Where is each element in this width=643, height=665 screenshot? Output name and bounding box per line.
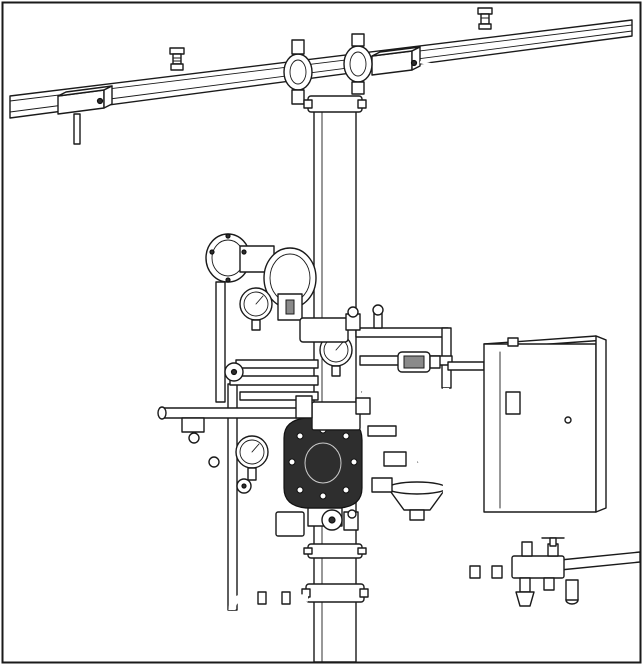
main-riser-pipe (313, 101, 357, 663)
drain-pipe-lower-right (442, 387, 521, 579)
handwheel-valve (208, 456, 220, 468)
trim-pipe-left-vertical (215, 281, 238, 611)
main-drain-valve (275, 507, 359, 537)
drain-pipe-outlet (559, 551, 641, 571)
valve-right-trim (361, 390, 434, 467)
grooved-coupling (343, 33, 373, 95)
lower-riser-coupling (303, 543, 367, 559)
sprinkler-head (169, 47, 185, 71)
bottom-riser-coupling (301, 583, 369, 603)
valve-cover-block (295, 395, 371, 431)
dry-pipe-valve-body (283, 417, 363, 509)
trim-pipe-upper-right (355, 304, 453, 389)
pressure-gauge-upper (239, 287, 273, 331)
sprinkler-head (477, 7, 493, 30)
priming-chamber (299, 306, 361, 343)
handwheel-valve (236, 478, 252, 494)
overhead-main-pipe (9, 19, 633, 119)
accelerator-tank (205, 233, 275, 283)
drain-funnel (371, 477, 447, 521)
riser-top-coupling (303, 95, 367, 113)
drain-valve-assembly (511, 537, 579, 607)
alarm-control-panel (483, 335, 607, 513)
pressure-switch (397, 351, 441, 373)
junction-box-right (371, 46, 421, 76)
handwheel-valve (224, 362, 244, 382)
junction-box-left (57, 85, 113, 145)
electrical-conduit (419, 60, 516, 341)
pressure-gauge-lower (235, 435, 269, 481)
pipe-to-alarm-panel (447, 361, 485, 371)
trim-pipe-middle-cross (229, 359, 319, 401)
grooved-coupling (283, 39, 313, 105)
air-maintenance-device (263, 247, 317, 321)
drain-return-pipe (228, 591, 309, 611)
